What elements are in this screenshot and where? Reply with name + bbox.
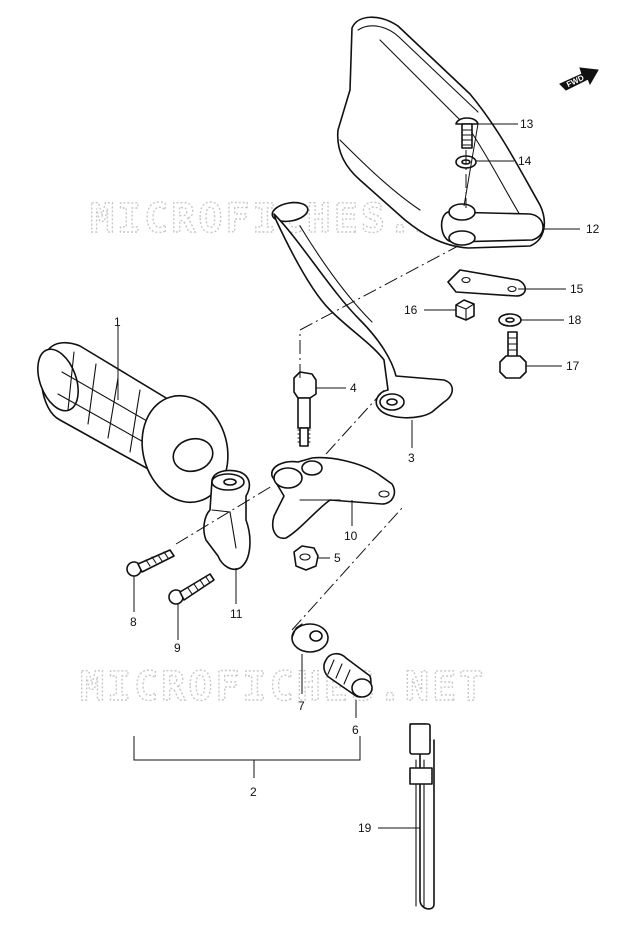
callout-10: 10	[344, 529, 358, 543]
callout-18: 18	[568, 313, 582, 327]
callout-17: 17	[566, 359, 580, 373]
callout-4: 4	[350, 381, 357, 395]
callout-6: 6	[352, 723, 359, 737]
callout-12: 12	[586, 222, 600, 236]
screw-8	[126, 549, 175, 577]
centerline-cable	[291, 507, 403, 631]
callout-13: 13	[520, 117, 534, 131]
callout-2: 2	[250, 785, 257, 799]
watermark-bottom: MICROFICHES.NET	[80, 664, 486, 710]
callout-5: 5	[334, 551, 341, 565]
callout-8: 8	[130, 615, 137, 629]
callout-11: 11	[230, 607, 243, 621]
pivot-bolt-4	[293, 371, 317, 447]
fwd-arrow-icon: FWD	[559, 67, 599, 91]
callout-3: 3	[408, 451, 415, 465]
bracket-2	[133, 736, 361, 778]
fwd-label: FWD	[565, 73, 586, 89]
washer-18	[498, 313, 522, 327]
centerline-bolt-4	[299, 245, 459, 378]
clip-7	[291, 623, 329, 653]
clamp-11	[203, 469, 251, 571]
callout-15: 15	[570, 282, 584, 296]
bolt-13	[455, 117, 479, 149]
callout-7: 7	[298, 699, 305, 713]
cable-adjuster-6	[323, 652, 373, 698]
callout-1: 1	[114, 315, 121, 329]
nut-5	[293, 545, 319, 571]
plate-15	[447, 269, 527, 297]
nut-16	[455, 299, 475, 321]
hand-guard	[336, 16, 546, 249]
callout-9: 9	[174, 641, 181, 655]
bolt-17	[499, 331, 527, 379]
handlebar-grip	[37, 341, 229, 504]
leader-13	[463, 123, 518, 207]
clutch-lever	[271, 201, 454, 419]
cable-tie-19	[409, 723, 435, 910]
callout-14: 14	[518, 154, 532, 168]
centerline-screws	[175, 485, 273, 545]
lever-holder	[271, 456, 396, 540]
callout-16: 16	[404, 303, 418, 317]
callout-19: 19	[358, 821, 372, 835]
screw-9	[168, 573, 215, 605]
centerline-lever	[325, 387, 387, 455]
